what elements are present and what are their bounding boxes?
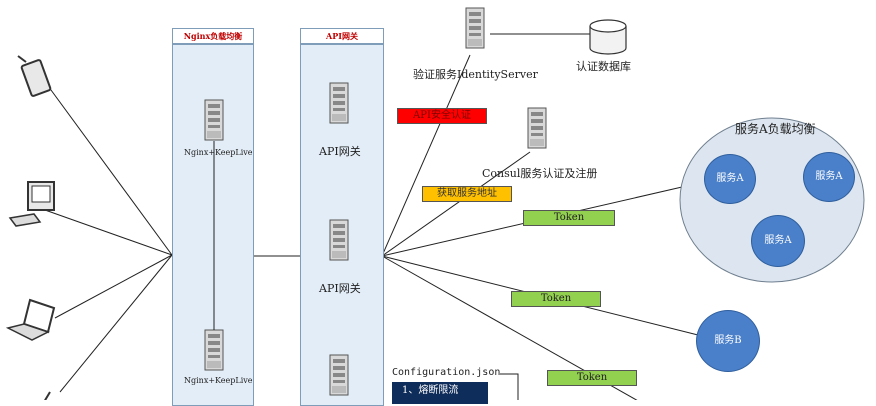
config-bracket — [500, 373, 519, 400]
get-address-tag: 获取服务地址 — [422, 186, 512, 202]
token-tag-1: Token — [523, 210, 615, 226]
nginx-top-label: Nginx+KeepLive — [184, 148, 253, 157]
service-a-node-1-label: 服务A — [716, 173, 744, 184]
database-icon — [589, 19, 627, 55]
service-a-node-3: 服务A — [751, 215, 805, 267]
cluster-a-title: 服务A负载均衡 — [735, 122, 816, 136]
service-a-node-2: 服务A — [803, 152, 855, 202]
link-tablet — [39, 74, 173, 256]
service-b-node: 服务B — [696, 310, 760, 372]
nginx-panel-header: Nginx负载均衡 — [172, 28, 254, 44]
service-a-node-1: 服务A — [704, 154, 756, 204]
link-api-identity — [381, 54, 471, 257]
config-item-box: 1、熔断限流 — [392, 382, 488, 404]
phone-icon — [44, 391, 51, 400]
token-tag-2: Token — [511, 291, 601, 307]
config-item-1: 1、熔断限流 — [402, 385, 459, 396]
service-b-label: 服务B — [714, 335, 742, 346]
nginx-bottom-label: Nginx+KeepLive — [184, 376, 253, 385]
link-api-consul — [381, 151, 531, 257]
link-desktop — [44, 209, 173, 256]
api-top-label: API网关 — [319, 145, 361, 158]
laptop-icon — [5, 298, 56, 341]
server-identity-icon — [465, 7, 485, 49]
desktop-icon — [8, 181, 55, 227]
service-a-node-2-label: 服务A — [815, 171, 843, 182]
link-phone — [59, 254, 173, 393]
api-panel-header: API网关 — [300, 28, 384, 44]
identity-server-label: 验证服务IdentityServer — [413, 68, 538, 81]
tablet-icon — [17, 55, 52, 97]
api-mid-label: API网关 — [319, 282, 361, 295]
config-filename: Configuration.json — [392, 367, 501, 378]
auth-db-label: 认证数据库 — [576, 60, 631, 73]
api-auth-tag: API安全认证 — [397, 108, 487, 124]
server-consul-icon — [527, 107, 547, 149]
token-tag-3: Token — [547, 370, 637, 386]
link-laptop — [54, 254, 173, 319]
api-panel — [300, 44, 384, 406]
service-a-node-3-label: 服务A — [764, 235, 792, 246]
consul-label: Consul服务认证及注册 — [482, 167, 598, 180]
nginx-panel — [172, 44, 254, 406]
